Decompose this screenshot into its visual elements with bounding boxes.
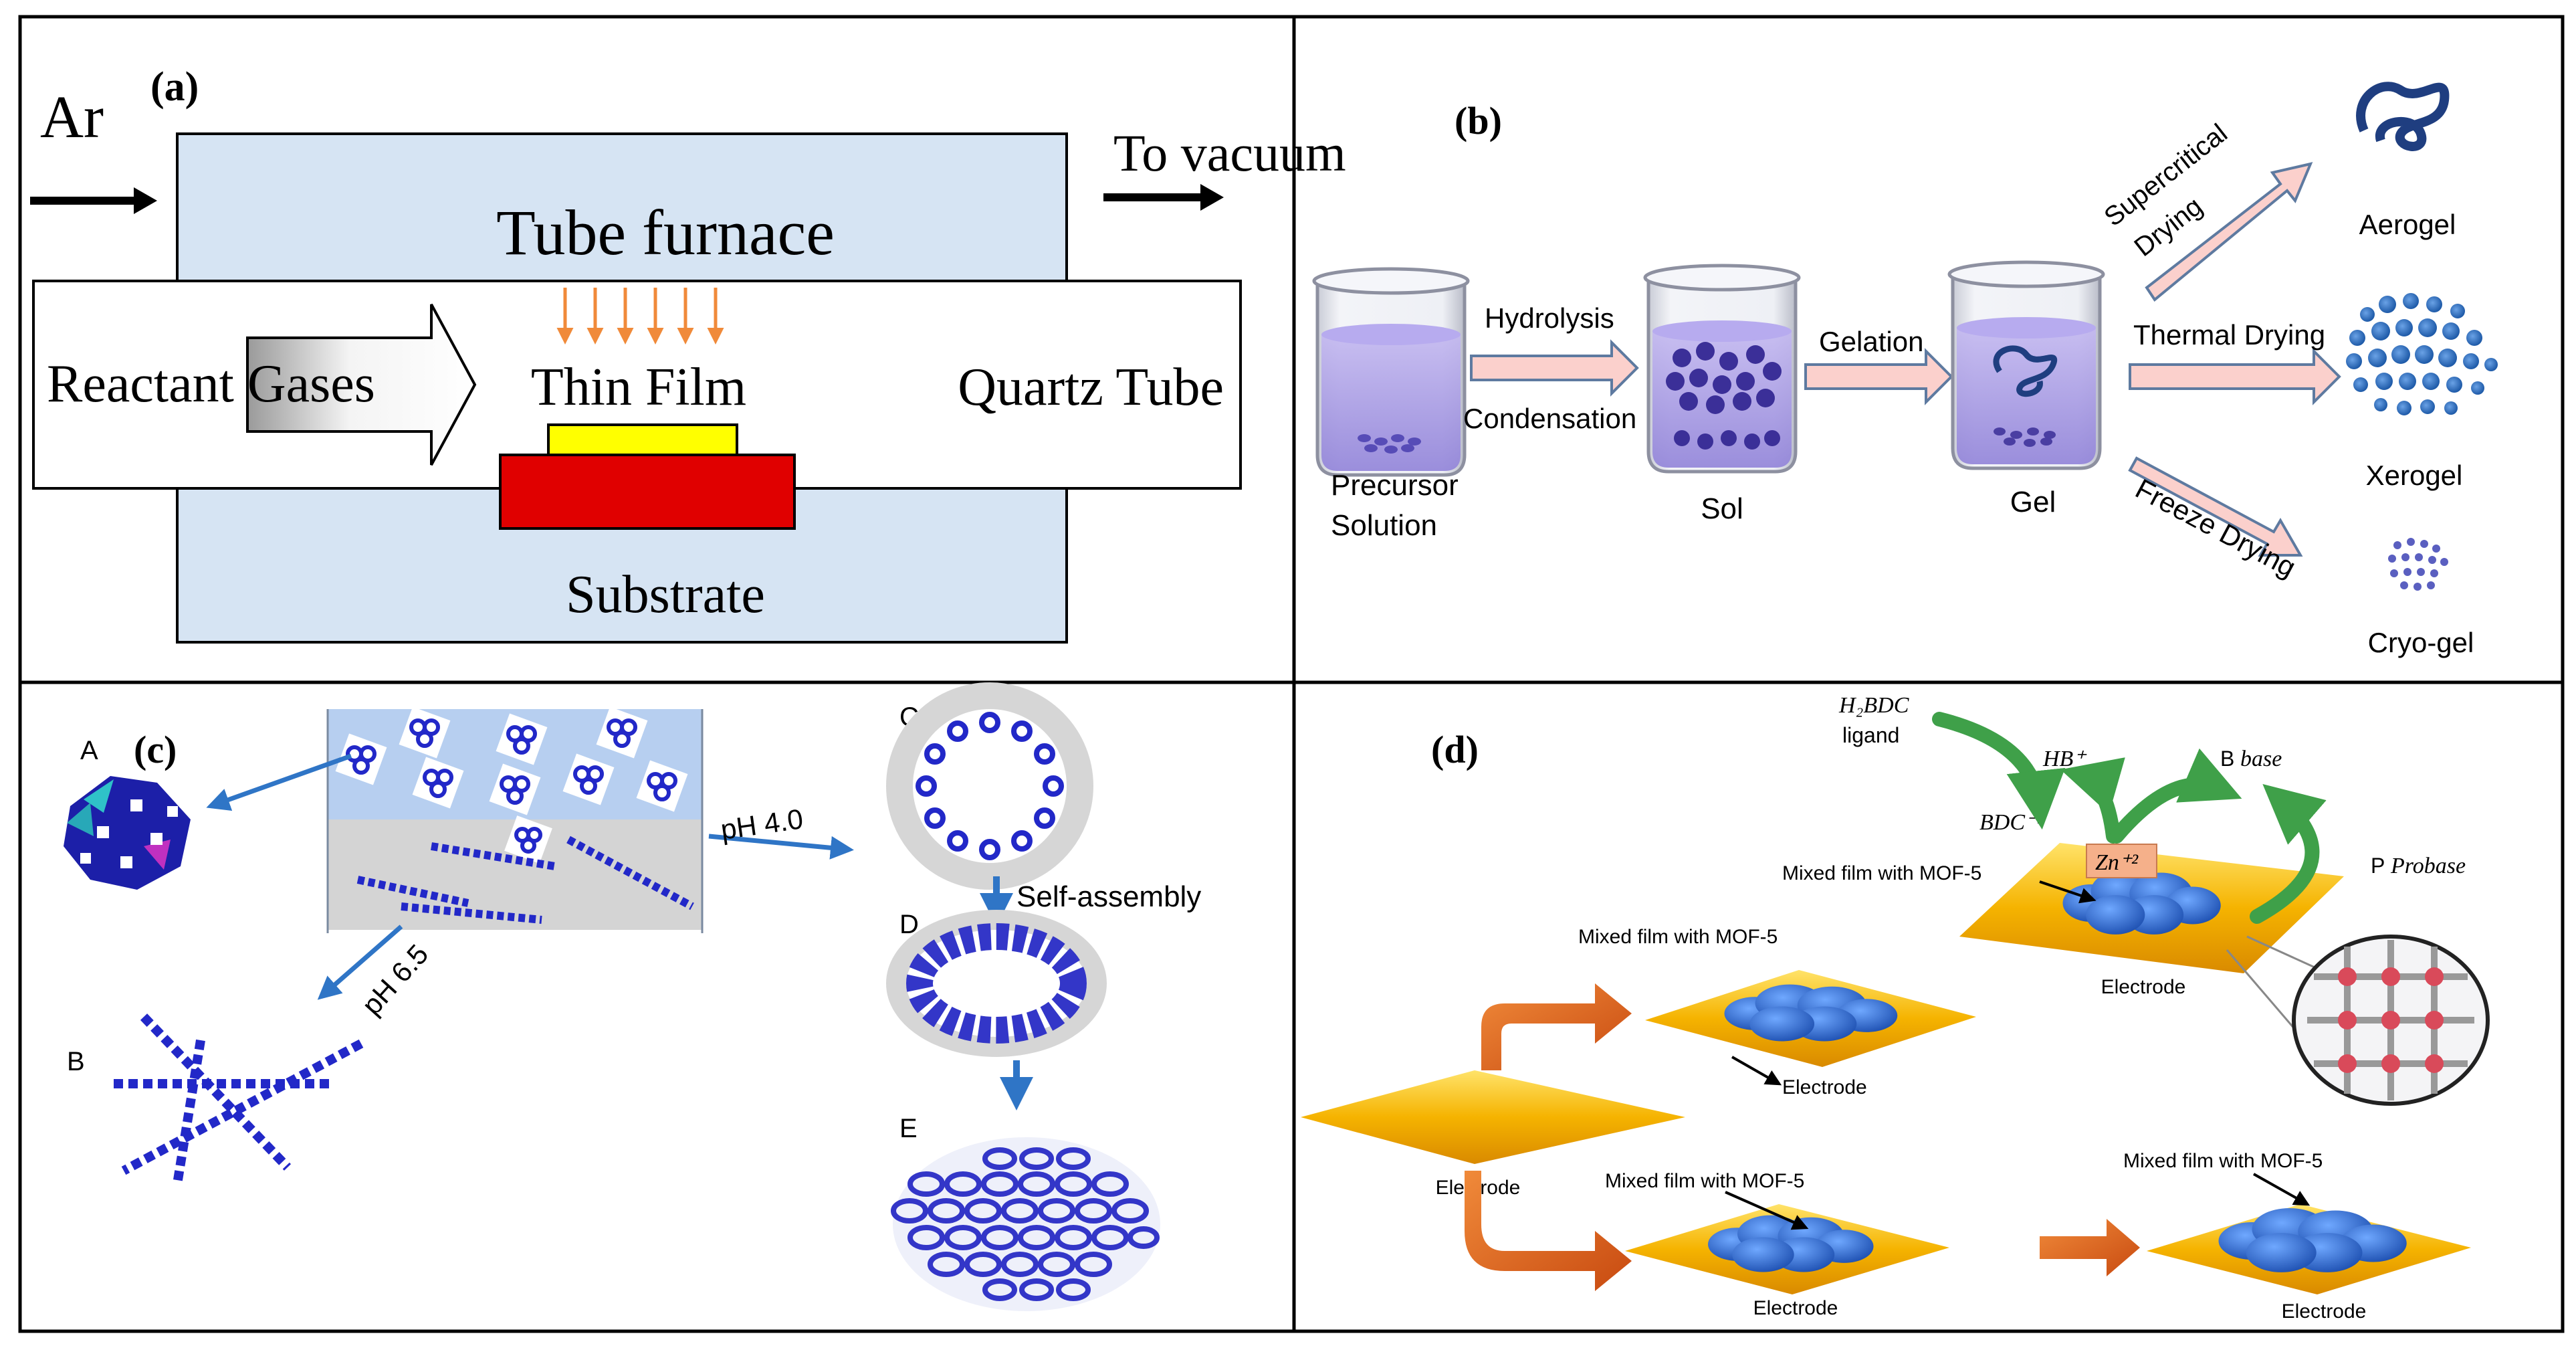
structure-a — [64, 776, 191, 890]
ph-6-label: pH 6.5 — [356, 939, 435, 1021]
label-A: A — [80, 736, 98, 765]
arrow-to-A — [206, 753, 352, 811]
hydrolysis-label: Hydrolysis — [1485, 302, 1614, 334]
orange-arrow-right — [2040, 1219, 2140, 1276]
xerogel-icon — [2346, 293, 2498, 415]
mixed-film-bl-label: Mixed film with MOF-5 — [1605, 1170, 1804, 1192]
panel-d-label: (d) — [1431, 728, 1479, 771]
thermal-drying-label: Thermal Drying — [2133, 319, 2325, 351]
orange-arrow-down — [1465, 1171, 1632, 1291]
reactant-gases-label: Reactant Gases — [47, 355, 375, 413]
ph-4-label: pH 4.0 — [719, 803, 805, 846]
quartz-tube-label: Quartz Tube — [958, 358, 1224, 417]
tube-furnace-label: Tube furnace — [496, 197, 835, 268]
arrow-to-gel — [1804, 348, 1953, 405]
electrode-top-label: Electrode — [2101, 976, 2186, 998]
panel-c-label: (c) — [134, 728, 177, 771]
base-word: base — [2240, 747, 2282, 771]
structure-c — [886, 682, 1093, 890]
mof-lattice-zoom — [2226, 935, 2490, 1106]
label-B: B — [67, 1047, 85, 1076]
panel-a: (a) Ar To vacuum Tube furnace Reactant G… — [30, 64, 1346, 644]
substrate — [499, 454, 796, 530]
arrow-to-B — [317, 925, 403, 1000]
electrode-base — [1301, 1070, 1685, 1164]
cryogel-label: Cryo-gel — [2368, 627, 2474, 658]
panel-d-border — [1292, 680, 2565, 1333]
xerogel-label: Xerogel — [2366, 460, 2463, 491]
structure-d — [886, 910, 1107, 1057]
sol-label: Sol — [1701, 492, 1743, 525]
green-arrows — [1932, 712, 2327, 924]
arrow-to-sol — [1470, 339, 1639, 397]
arrow-to-C — [708, 834, 854, 860]
mixed-film-br-label: Mixed film with MOF-5 — [2123, 1150, 2323, 1172]
cryogel-icon — [2388, 538, 2448, 591]
beaker-precursor — [1314, 269, 1468, 475]
heat-arrows — [556, 288, 724, 345]
inlet-arrow — [30, 187, 157, 214]
ligand-word: ligand — [1842, 723, 1899, 747]
arrow-supercritical — [2145, 162, 2313, 302]
panel-c: (c) A — [64, 682, 1201, 1311]
beaker-gel — [1949, 262, 2103, 468]
hb-label: HB⁺ — [2042, 747, 2087, 771]
arrow-thermal — [2129, 348, 2341, 405]
structure-e — [891, 1137, 1160, 1311]
zn-label: Zn⁺² — [2095, 850, 2139, 875]
mixed-film-mid-label: Mixed film with MOF-5 — [1578, 926, 1778, 948]
substrate-label: Substrate — [566, 565, 765, 624]
precursor-line2: Solution — [1331, 509, 1437, 542]
bdc-label: BDC⁻² — [1979, 810, 2044, 835]
to-vacuum-label: To vacuum — [1113, 124, 1346, 182]
chains-bottom — [356, 836, 694, 924]
panel-d: (d) Zn⁺² H₂BDC ligand HB⁺ BDC⁻² B base P… — [1301, 693, 2490, 1323]
b-letter: B — [2220, 747, 2234, 771]
aerogel-icon — [2356, 82, 2450, 151]
zn-box — [2086, 844, 2157, 878]
aerogel-label: Aerogel — [2359, 209, 2456, 240]
structure-b — [114, 1013, 364, 1185]
beaker-sol — [1645, 266, 1799, 472]
ligand-formula: H₂BDC — [1838, 693, 1909, 718]
panel-b-label: (b) — [1455, 99, 1502, 142]
panel-a-label: (a) — [150, 64, 199, 110]
reactant-gas-arrow — [246, 304, 477, 466]
gel-label: Gel — [2010, 486, 2056, 518]
precursor-line1: Precursor — [1331, 469, 1459, 502]
clusters-top — [335, 706, 688, 864]
electrode-mid-label: Electrode — [1782, 1076, 1867, 1098]
self-assembly-label: Self-assembly — [1016, 880, 1201, 913]
thin-film — [547, 423, 738, 456]
mixed-film-top-label: Mixed film with MOF-5 — [1782, 862, 1981, 884]
probase-word: Probase — [2390, 854, 2466, 878]
gelation-label: Gelation — [1819, 326, 1923, 357]
orange-arrow-up — [1481, 983, 1632, 1070]
ar-label: Ar — [40, 84, 104, 151]
electrode-bl-label: Electrode — [1753, 1297, 1838, 1319]
thin-film-label: Thin Film — [531, 358, 746, 417]
label-E: E — [899, 1114, 918, 1143]
outlet-arrow — [1103, 184, 1224, 211]
condensation-label: Condensation — [1463, 403, 1636, 434]
arrow-freeze — [2128, 456, 2303, 557]
p-letter: P — [2371, 854, 2385, 878]
panel-b: (b) Precursor Solution Hydrolysis Conden… — [1314, 82, 2498, 658]
electrode-br-label: Electrode — [2282, 1300, 2367, 1323]
